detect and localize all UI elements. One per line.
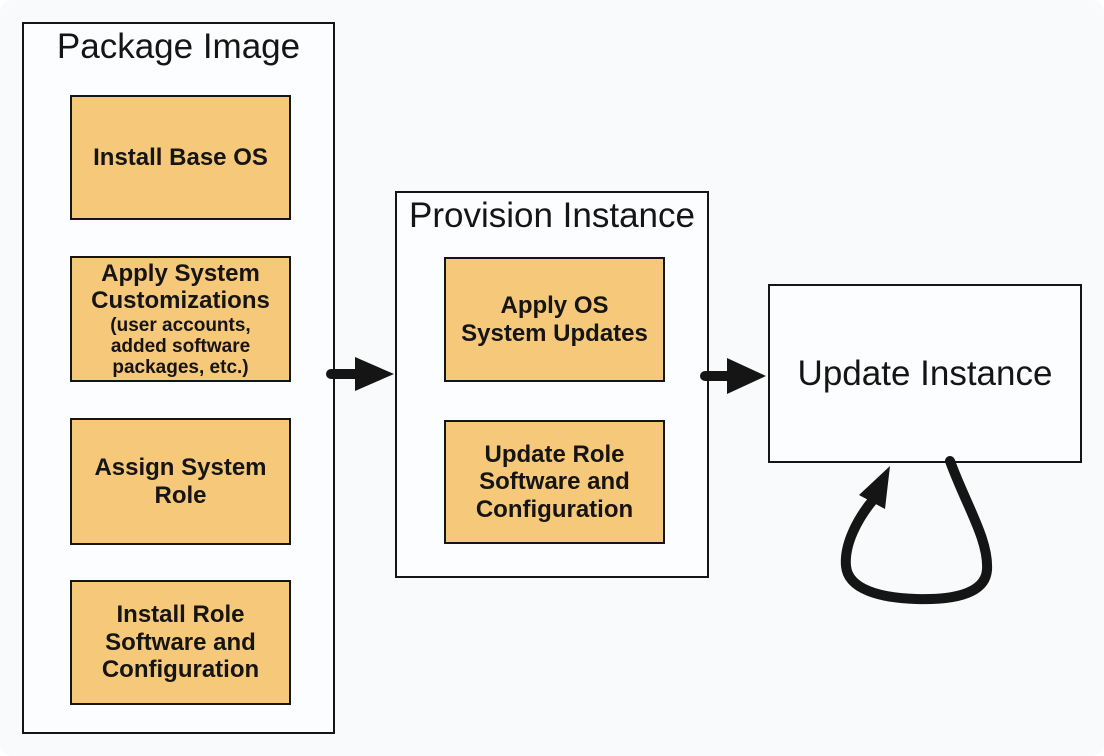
group-provision-instance: Provision Instance Apply OS System Updat…: [395, 191, 709, 578]
step-assign-system-role: Assign System Role: [70, 418, 291, 545]
step-apply-system-customizations: Apply System Customizations (user accoun…: [70, 256, 291, 382]
step-sublabel: (user accounts, added software packages,…: [110, 314, 251, 379]
arrow-right-icon: [326, 357, 394, 391]
group-title-package-image: Package Image: [56, 27, 301, 66]
step-label: Install Role Software and Configuration: [101, 601, 260, 684]
self-loop-arrow-icon: [840, 456, 993, 605]
step-apply-os-system-updates: Apply OS System Updates: [444, 257, 665, 382]
step-update-role-software: Update Role Software and Configuration: [444, 420, 665, 544]
step-install-role-software: Install Role Software and Configuration: [70, 580, 291, 705]
step-label: Apply OS System Updates: [461, 291, 648, 347]
arrow-right-icon: [700, 358, 766, 394]
node-update-instance: Update Instance: [768, 284, 1082, 463]
node-update-instance-label: Update Instance: [797, 353, 1053, 393]
step-label: Apply System Customizations: [91, 259, 270, 315]
group-title-provision-instance: Provision Instance: [409, 196, 695, 235]
step-install-base-os: Install Base OS: [70, 95, 291, 220]
group-package-image: Package Image Install Base OS Apply Syst…: [22, 22, 335, 734]
step-label: Update Role Software and Configuration: [475, 440, 634, 523]
step-label: Install Base OS: [93, 143, 268, 171]
step-label: Assign System Role: [94, 453, 267, 509]
